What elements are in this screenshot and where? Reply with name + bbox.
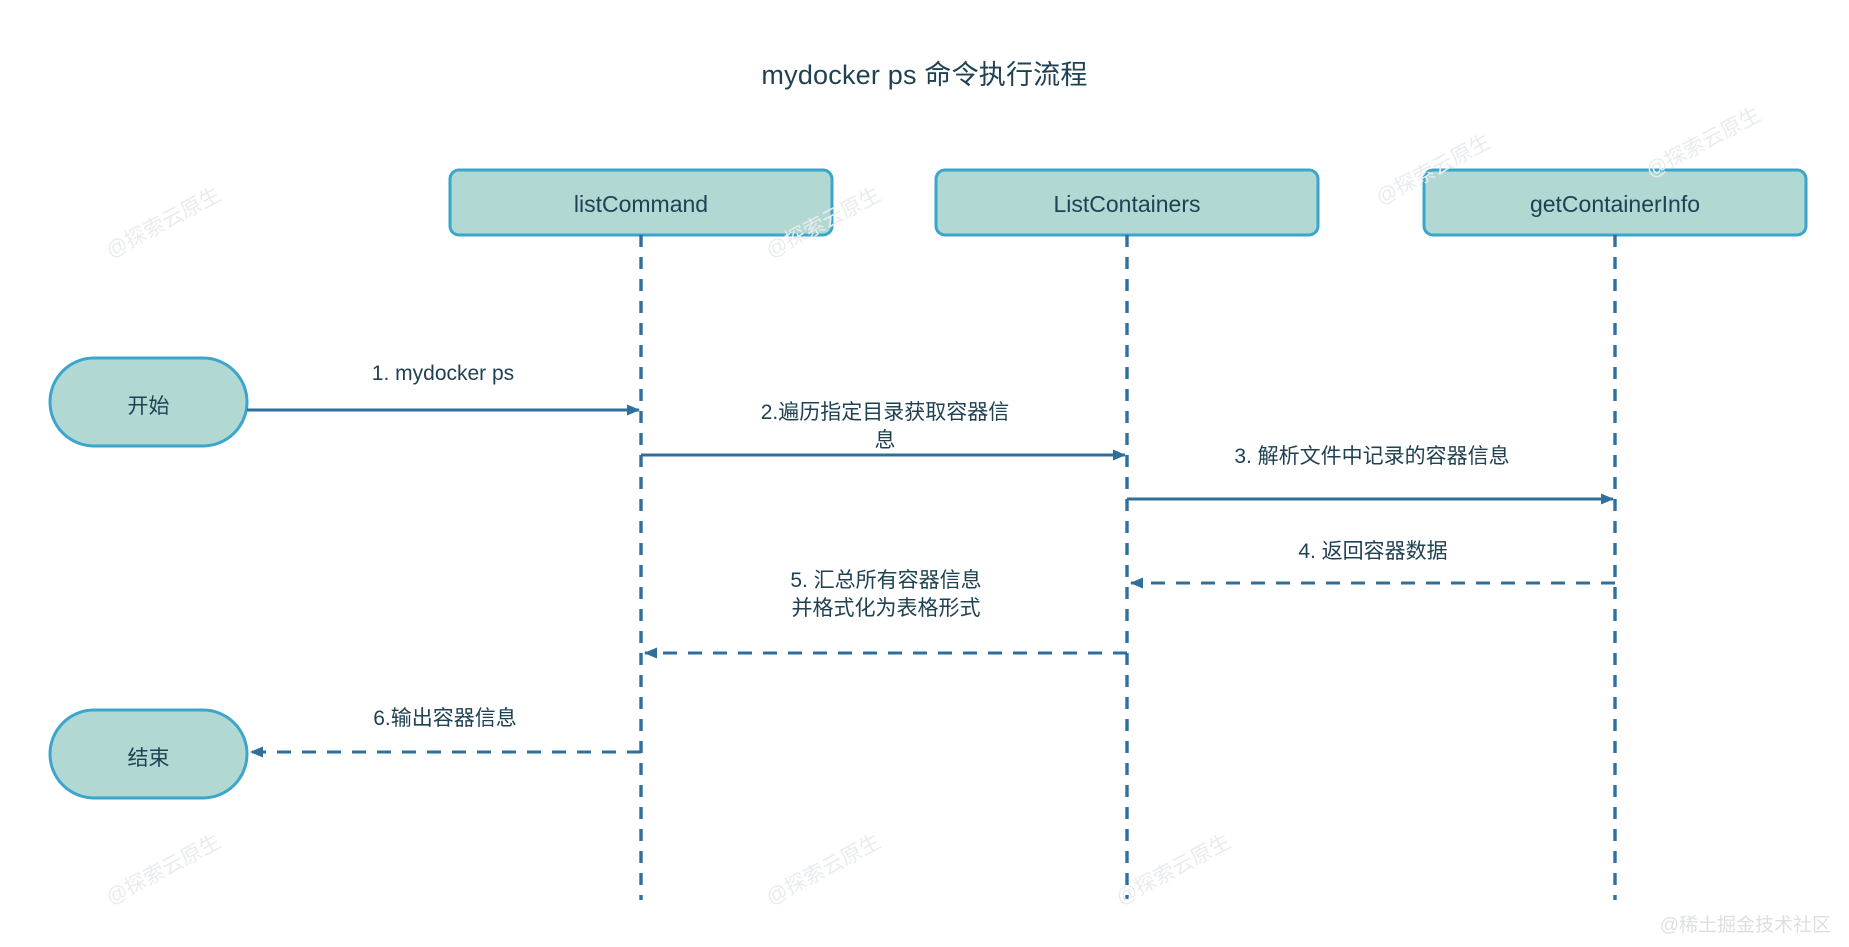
message-label-4: 4. 返回容器数据: [1298, 540, 1448, 563]
participant-label-ListContainers: ListContainers: [1053, 191, 1201, 217]
terminator-label-start: 开始: [127, 395, 170, 418]
terminator-node-end[interactable]: [48, 708, 249, 800]
message-label-5: 5. 汇总所有容器信息 并格式化为表格形式: [790, 569, 982, 620]
message-label-2: 2.遍历指定目录获取容器信 息: [760, 401, 1010, 452]
terminator-node-start[interactable]: [48, 356, 249, 448]
participant-label-getContainerInfo: getContainerInfo: [1529, 191, 1701, 217]
message-label-6: 6.输出容器信息: [373, 707, 517, 730]
terminator-label-end: 结束: [127, 747, 170, 770]
message-label-1: 1. mydocker ps: [371, 362, 515, 385]
participant-label-listCommand: listCommand: [573, 191, 709, 217]
corner-watermark: @稀土掘金技术社区: [1659, 915, 1831, 936]
message-label-3: 3. 解析文件中记录的容器信息: [1234, 445, 1510, 468]
page-title: mydocker ps 命令执行流程: [761, 60, 1088, 90]
